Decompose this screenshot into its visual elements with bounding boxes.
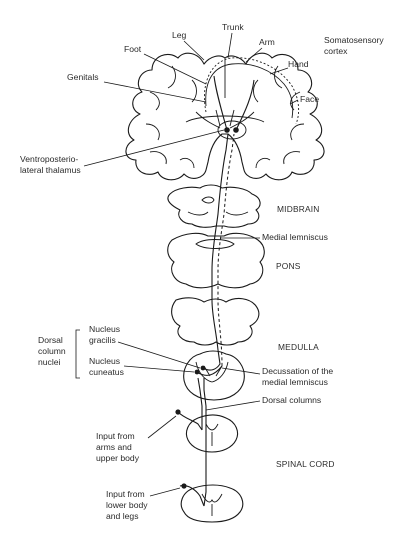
label-cuneatus-2: cuneatus — [89, 367, 124, 377]
spinal-cord-upper — [185, 414, 239, 453]
label-foot: Foot — [124, 44, 142, 54]
label-dorsal-columns: Dorsal columns — [262, 395, 321, 405]
midbrain — [167, 184, 261, 228]
label-somatosensory-1: Somatosensory — [324, 35, 384, 45]
label-input-arms-3: upper body — [96, 453, 140, 463]
pons — [167, 232, 265, 289]
label-decussation-2: medial lemniscus — [262, 377, 328, 387]
label-medial-lemniscus: Medial lemniscus — [262, 232, 328, 242]
label-input-arms-1: Input from — [96, 431, 135, 441]
label-dorsal-2: column — [38, 346, 66, 356]
label-decussation-1: Decussation of the — [262, 366, 333, 376]
label-spinal-cord: SPINAL CORD — [276, 459, 335, 469]
label-pons: PONS — [276, 261, 301, 271]
caudal-medulla — [183, 350, 245, 401]
label-thalamus-2: lateral thalamus — [20, 165, 81, 175]
label-gracilis-1: Nucleus — [89, 324, 120, 334]
label-genitals: Genitals — [67, 72, 99, 82]
label-dorsal-1: Dorsal — [38, 335, 63, 345]
label-thalamus-1: Ventroposterio- — [20, 154, 78, 164]
medulla — [171, 297, 260, 346]
upper-body-afferent — [177, 411, 203, 431]
cerebrum — [125, 52, 325, 181]
label-dorsal-3: nuclei — [38, 357, 61, 367]
labels: Leg Trunk Arm Foot Somatosensory cortex … — [20, 22, 384, 521]
medial-lemniscus-line — [211, 133, 229, 351]
spinal-cord-lower — [180, 484, 244, 523]
label-trunk: Trunk — [222, 22, 244, 32]
label-input-arms-2: arms and — [96, 442, 132, 452]
upper-body-ganglion-dot — [175, 409, 181, 415]
label-cuneatus-1: Nucleus — [89, 356, 120, 366]
label-face: Face — [300, 94, 319, 104]
label-gracilis-2: gracilis — [89, 335, 116, 345]
label-midbrain: MIDBRAIN — [277, 204, 320, 214]
label-input-legs-1: Input from — [106, 489, 145, 499]
label-somatosensory-2: cortex — [324, 46, 348, 56]
ascending-pathway — [175, 75, 255, 507]
label-input-legs-3: and legs — [106, 511, 139, 521]
label-arm: Arm — [259, 37, 275, 47]
dorsal-bracket — [75, 329, 80, 379]
label-hand: Hand — [288, 59, 309, 69]
label-medulla: MEDULLA — [278, 342, 319, 352]
thalamus — [217, 120, 247, 140]
lower-body-ganglion-dot — [181, 483, 187, 489]
label-input-legs-2: lower body — [106, 500, 148, 510]
label-leg: Leg — [172, 30, 187, 40]
